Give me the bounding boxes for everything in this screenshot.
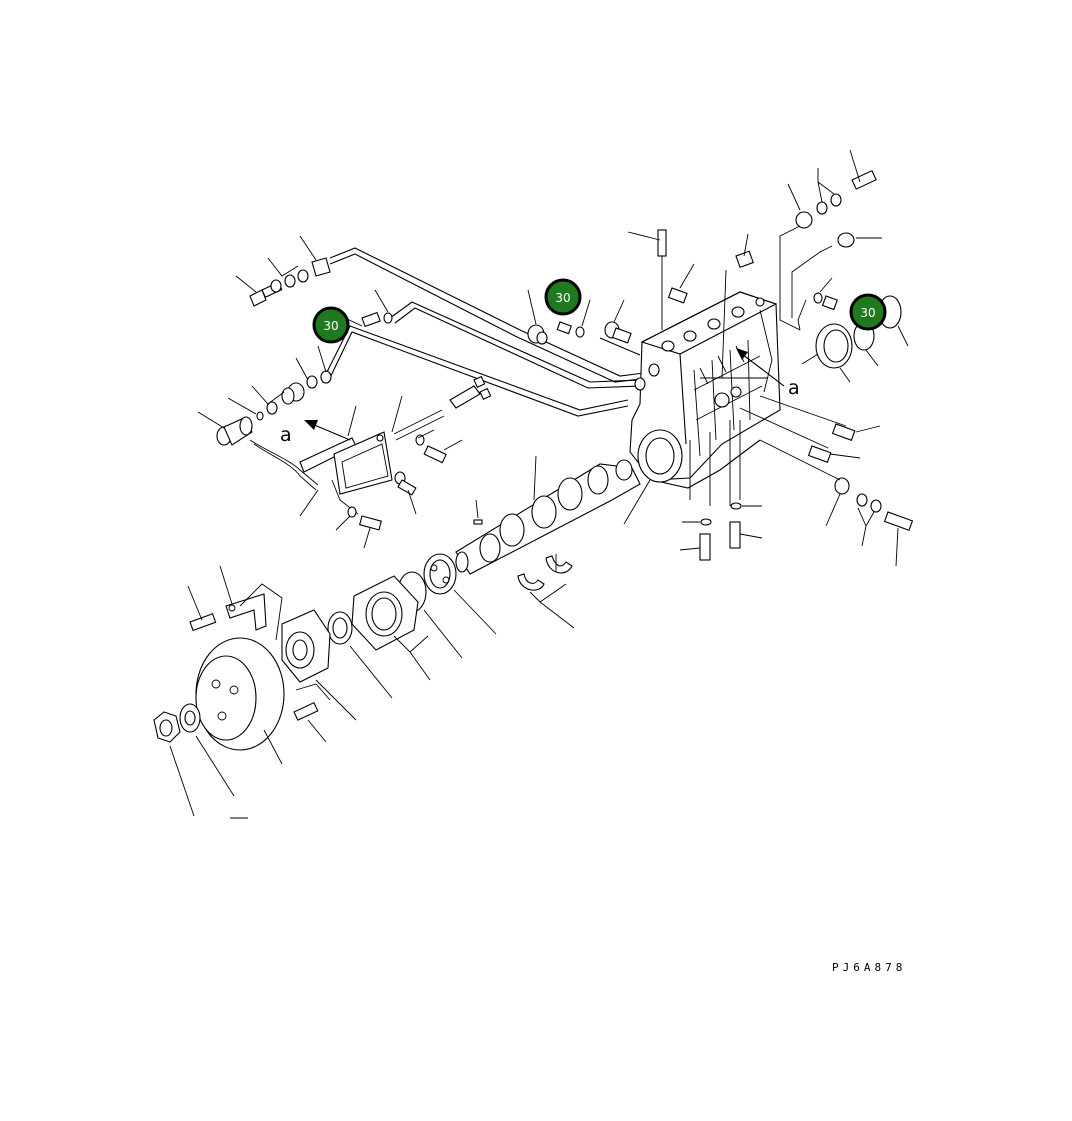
callout-2-label: 30	[555, 291, 570, 305]
callout-1-label: 30	[323, 319, 338, 333]
bearing-shells	[517, 554, 575, 629]
bolt-under-b	[729, 521, 741, 549]
callout-3: 30	[849, 293, 887, 331]
banjo-fitting-upper	[311, 257, 331, 277]
washer-third-c	[266, 401, 278, 415]
woodruff-key	[473, 519, 483, 525]
bracket-bolts	[335, 429, 463, 549]
bracket-plate	[299, 375, 492, 517]
drawing-code: PJ6A878	[832, 961, 906, 974]
view-arrow-left: a	[280, 420, 351, 446]
callout-1: 30	[312, 306, 350, 344]
bolt-under-a	[699, 533, 711, 561]
sensor-connector	[216, 416, 319, 491]
camshaft	[455, 455, 651, 575]
stud-bolt	[657, 229, 667, 257]
washer-third-b	[306, 375, 318, 389]
center-fittings	[527, 289, 632, 345]
drive-assembly	[153, 553, 497, 819]
bolt-mid-upper	[361, 311, 381, 328]
washer-b	[284, 274, 296, 288]
pump-housing	[629, 291, 781, 506]
view-label-right: a	[788, 377, 800, 399]
washer-mid	[383, 312, 393, 324]
upper-left-fittings	[197, 235, 393, 491]
hex-bolt-top-right	[851, 169, 877, 190]
callout-3-label: 30	[860, 306, 875, 320]
callout-2: 30	[544, 278, 582, 316]
view-arrow-right: a	[700, 348, 800, 399]
washer-third-a	[320, 370, 332, 384]
fuel-pipes	[324, 247, 653, 417]
washer-a	[270, 279, 282, 293]
view-label-left: a	[280, 424, 292, 446]
washer-c	[297, 269, 309, 283]
o-ring-small	[256, 411, 264, 421]
